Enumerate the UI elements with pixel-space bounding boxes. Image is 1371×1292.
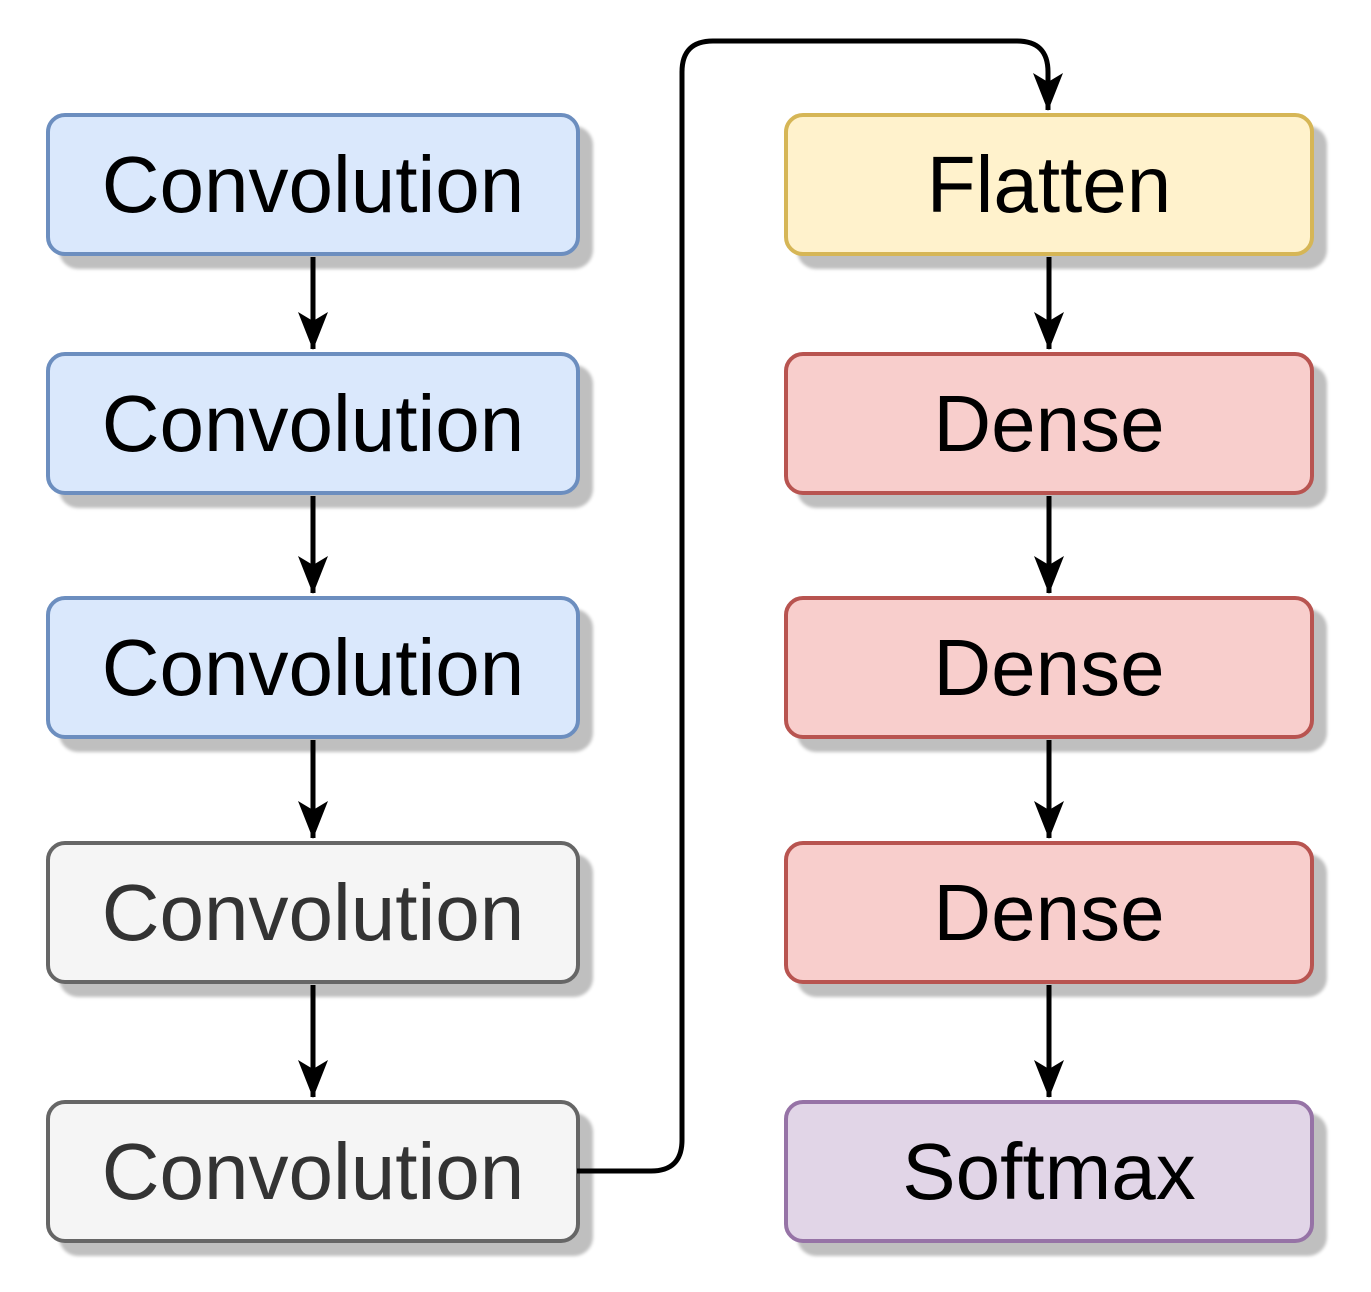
node-label: Convolution <box>101 139 525 229</box>
node-label: Flatten <box>926 139 1172 229</box>
node-dense-3: Dense <box>784 841 1314 984</box>
node-dense-2: Dense <box>784 596 1314 739</box>
node-label: Convolution <box>101 867 525 957</box>
node-label: Convolution <box>101 378 525 468</box>
node-convolution-1: Convolution <box>46 113 580 256</box>
node-convolution-2: Convolution <box>46 352 580 495</box>
node-softmax: Softmax <box>784 1100 1314 1243</box>
node-label: Softmax <box>902 1126 1196 1216</box>
node-convolution-3: Convolution <box>46 596 580 739</box>
node-convolution-4: Convolution <box>46 841 580 984</box>
node-convolution-5: Convolution <box>46 1100 580 1243</box>
node-dense-1: Dense <box>784 352 1314 495</box>
node-label: Dense <box>933 867 1165 957</box>
node-label: Convolution <box>101 1126 525 1216</box>
node-label: Dense <box>933 622 1165 712</box>
node-flatten: Flatten <box>784 113 1314 256</box>
node-label: Dense <box>933 378 1165 468</box>
node-label: Convolution <box>101 622 525 712</box>
